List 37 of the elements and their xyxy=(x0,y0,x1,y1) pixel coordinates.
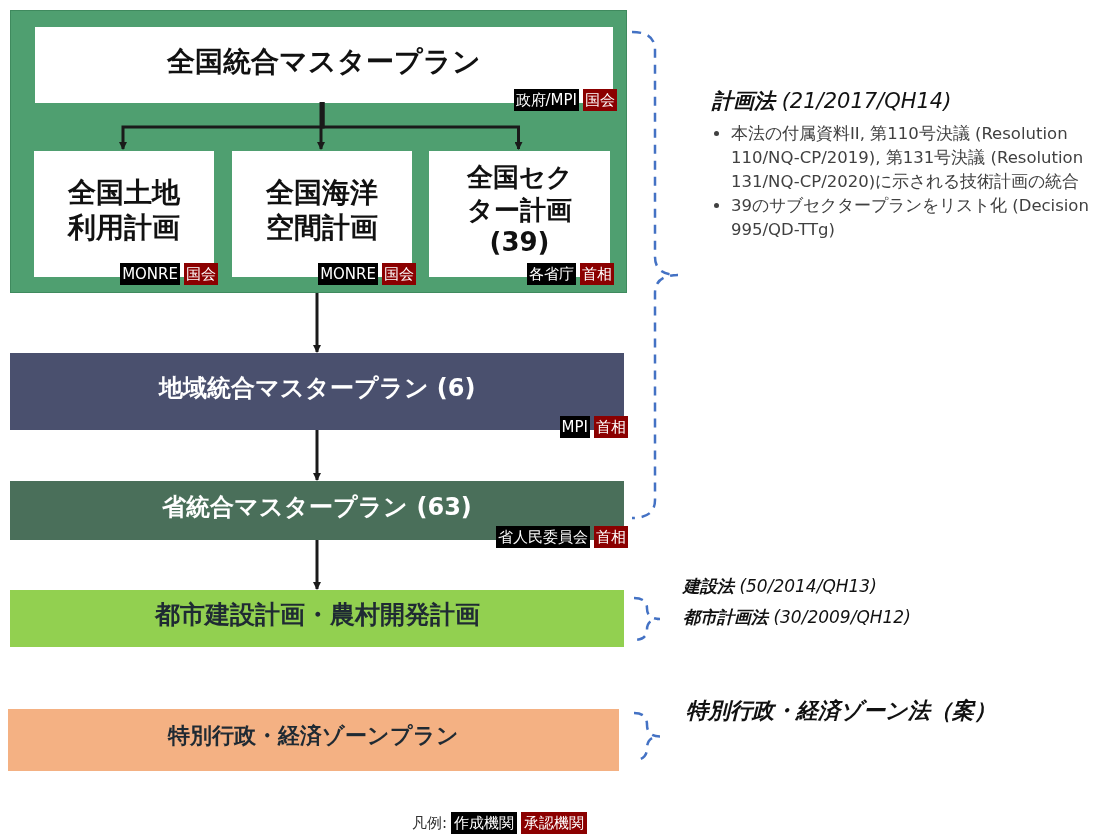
approver-tag: 国会 xyxy=(184,263,218,285)
approver-tag: 国会 xyxy=(583,89,617,111)
bullet-text: 39のサブセクタープランをリスト化 (Decision 995/QD-TTg) xyxy=(731,195,1090,241)
plan-title: 全国統合マスタープラン xyxy=(167,43,481,79)
bullet-text: 本法の付属資料II, 第110号決議 (Resolution 110/NQ-CP/2019), 第131号決議 (Resolution 131/NQ-CP/2020)に示される技術計画の統合 xyxy=(731,123,1085,193)
law-heading: 建設法 (50/2014/QH13) xyxy=(683,575,877,598)
plan-title: 特別行政・経済ゾーンプラン xyxy=(168,722,459,750)
law-heading: 都市計画法 (30/2009/QH12) xyxy=(683,606,911,629)
creator-tag: 省人民委員会 xyxy=(496,526,590,548)
plan-title: 地域統合マスタープラン (6) xyxy=(158,372,476,403)
creator-tag: 各省庁 xyxy=(527,263,576,285)
creator-tag: MONRE xyxy=(318,263,378,285)
creator-tag: MPI xyxy=(559,416,590,438)
approver-tag: 首相 xyxy=(594,416,628,438)
plan-title: 全国海洋空間計画 xyxy=(265,175,379,245)
law-heading: 特別行政・経済ゾーン法（案） xyxy=(686,697,996,725)
arrow xyxy=(313,430,321,481)
legend-swatch: 承認機関 xyxy=(521,812,588,834)
approver-tag: 国会 xyxy=(382,263,416,285)
legend-title: 凡例: xyxy=(412,813,448,834)
plan-title: 全国セクター計画(39) xyxy=(465,161,574,259)
plan-box xyxy=(10,590,624,647)
arrow xyxy=(313,540,321,590)
plan-title: 省統合マスタープラン (63) xyxy=(162,491,472,522)
plan-title: 都市建設計画・農村開発計画 xyxy=(154,598,480,631)
plan-box xyxy=(8,709,619,771)
law-heading: 計画法 (21/2017/QH14) xyxy=(712,88,952,115)
group-panel xyxy=(10,10,627,293)
plan-title: 全国土地利用計画 xyxy=(66,175,181,245)
legend-swatch: 作成機関 xyxy=(451,812,518,834)
arrow xyxy=(313,293,321,353)
approver-tag: 首相 xyxy=(594,526,628,548)
creator-tag: 政府/MPI xyxy=(513,89,579,111)
creator-tag: MONRE xyxy=(120,263,180,285)
arrow xyxy=(317,102,325,150)
approver-tag: 首相 xyxy=(580,263,614,285)
arrow xyxy=(321,102,523,150)
